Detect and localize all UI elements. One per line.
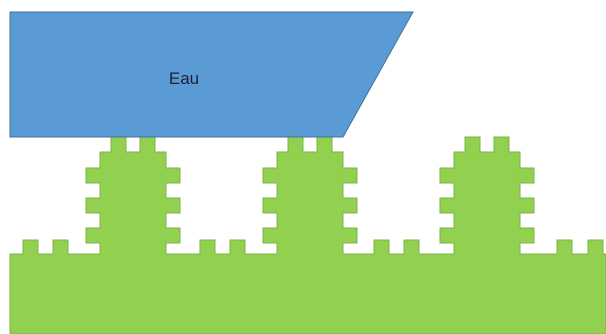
textured-surface: [9, 136, 606, 334]
water-block: [9, 11, 414, 138]
water-label: Eau: [169, 69, 199, 88]
